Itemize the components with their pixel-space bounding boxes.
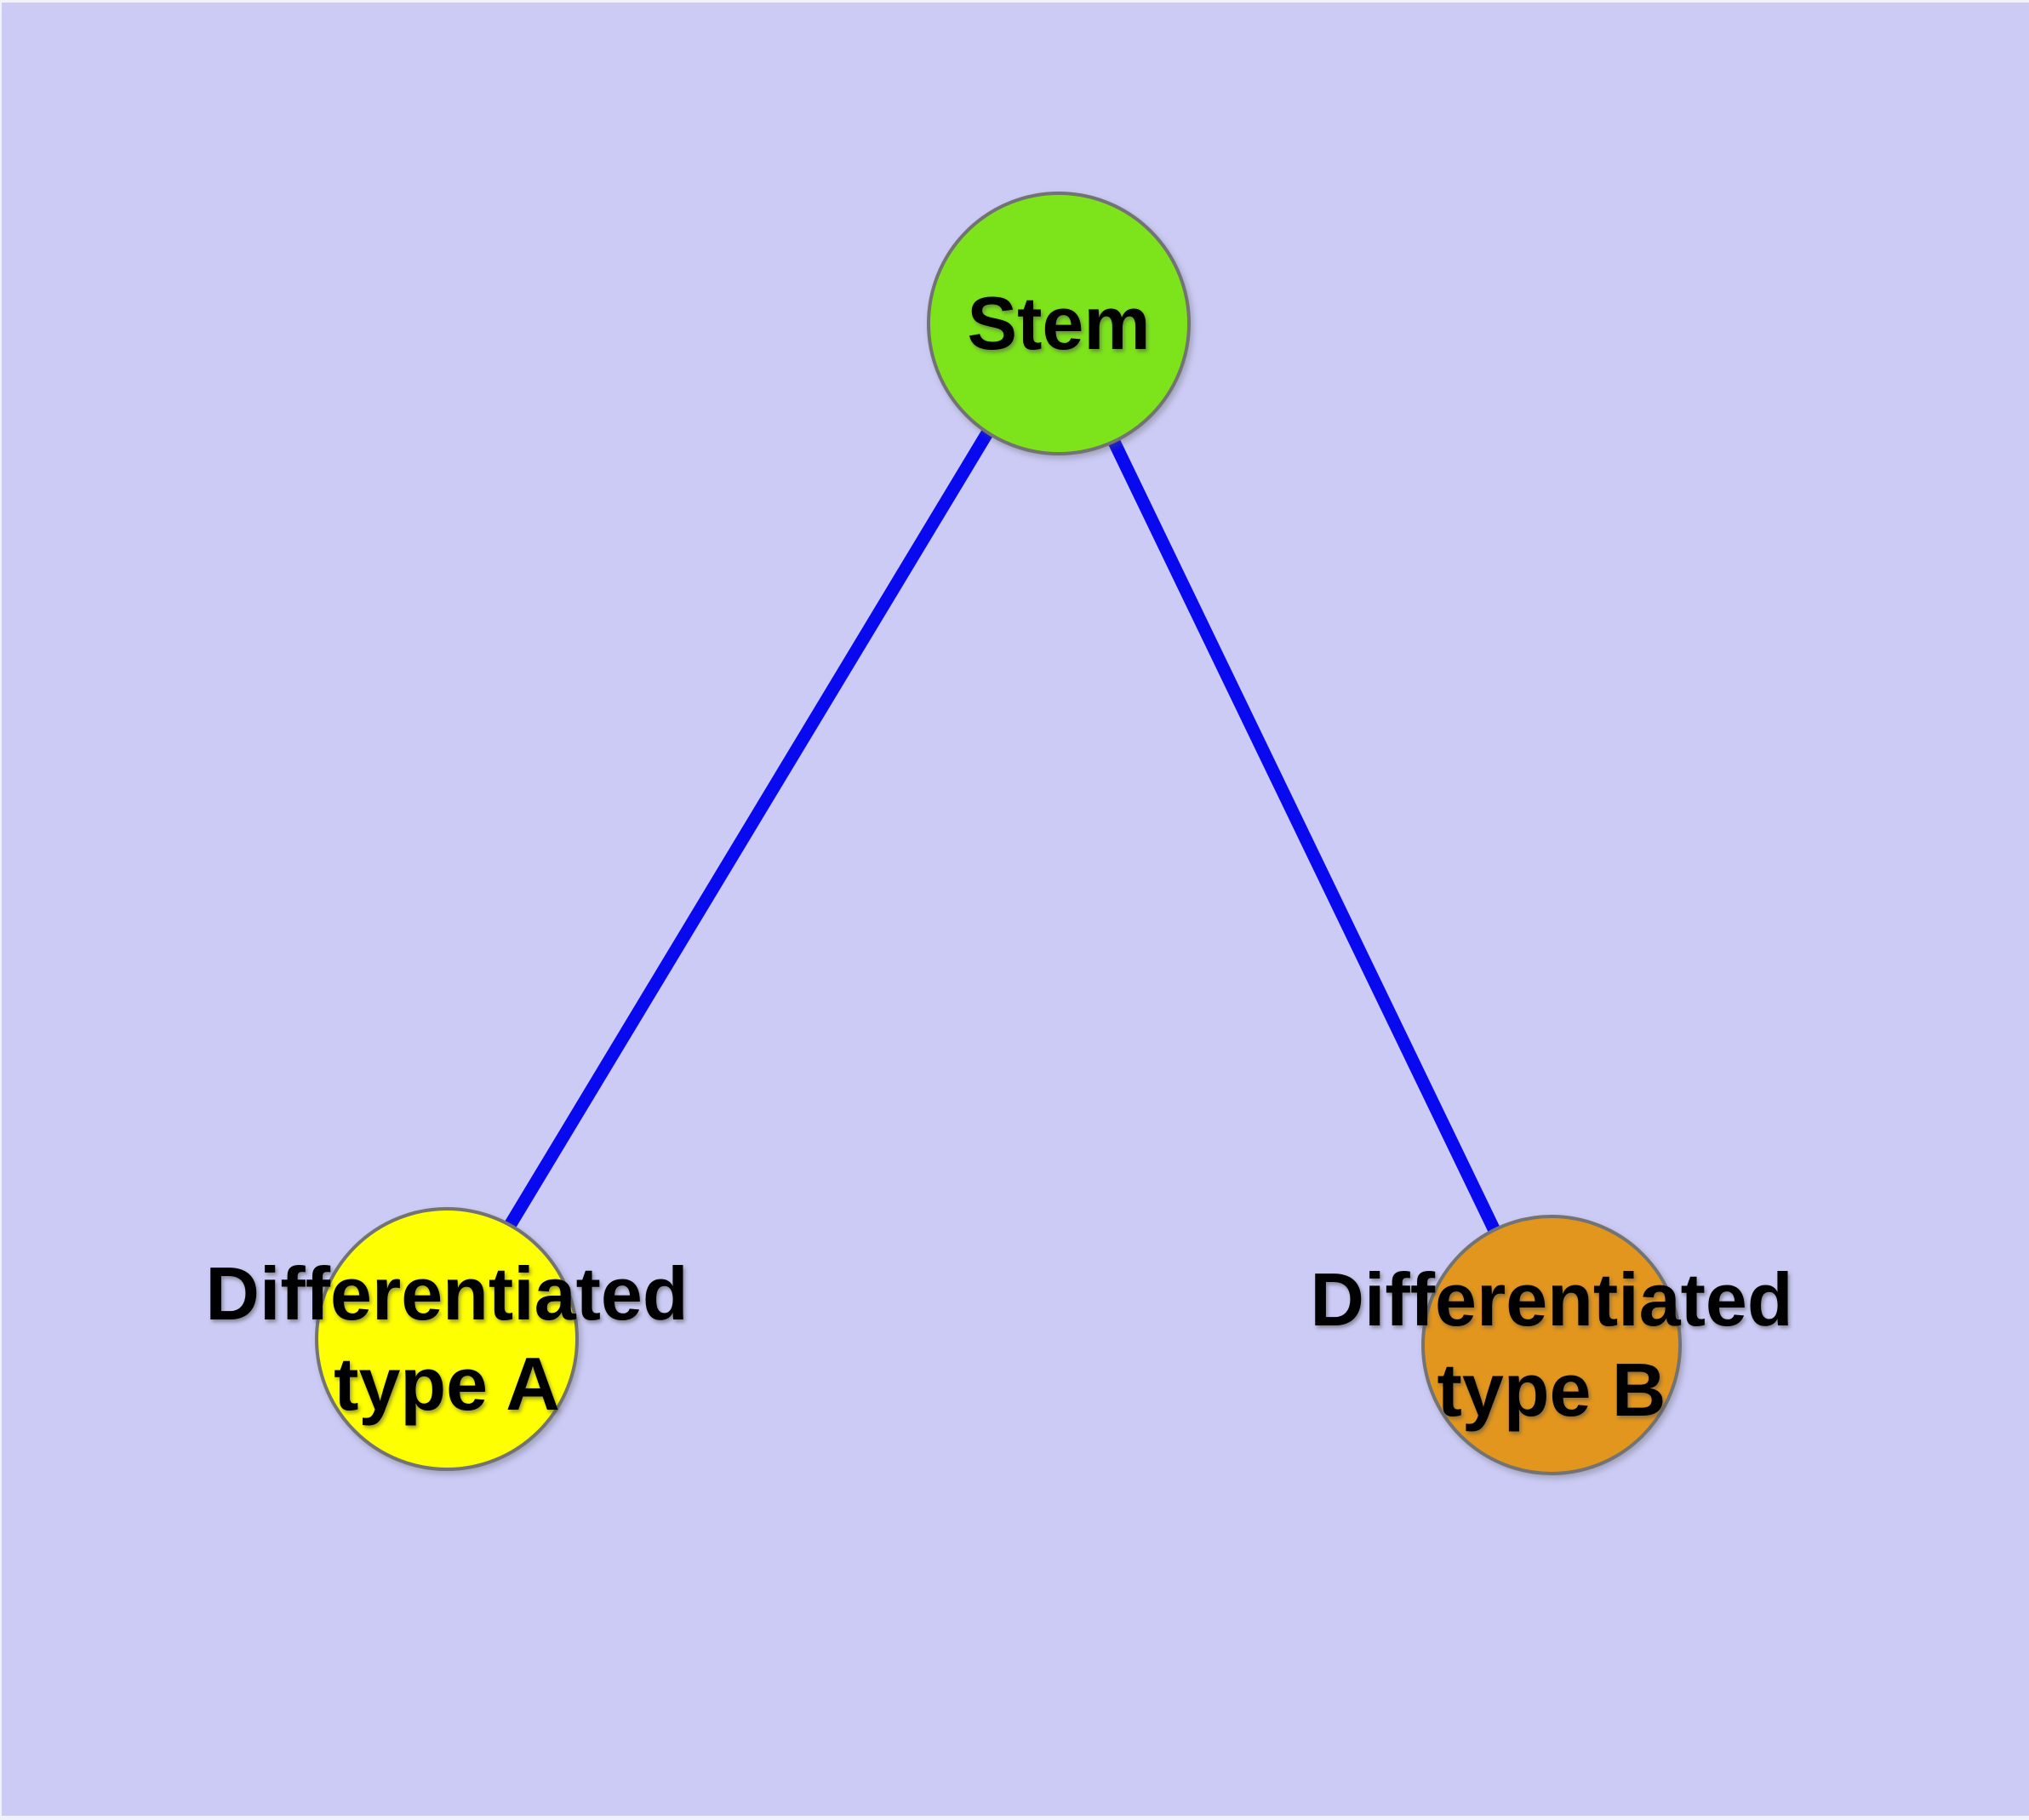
node-differentiated-type-a[interactable]: Differentiated type A	[205, 1207, 689, 1471]
edge-stem-to-differentiated-type-a[interactable]	[437, 317, 1061, 1339]
node-stem[interactable]: Stem	[927, 192, 1191, 455]
node-stem-label: Stem	[967, 281, 1151, 366]
edges-layer	[437, 317, 1554, 1345]
edge-stem-to-differentiated-type-b[interactable]	[1049, 317, 1554, 1345]
node-differentiated-type-b[interactable]: Differentiated type B	[1310, 1215, 1793, 1475]
